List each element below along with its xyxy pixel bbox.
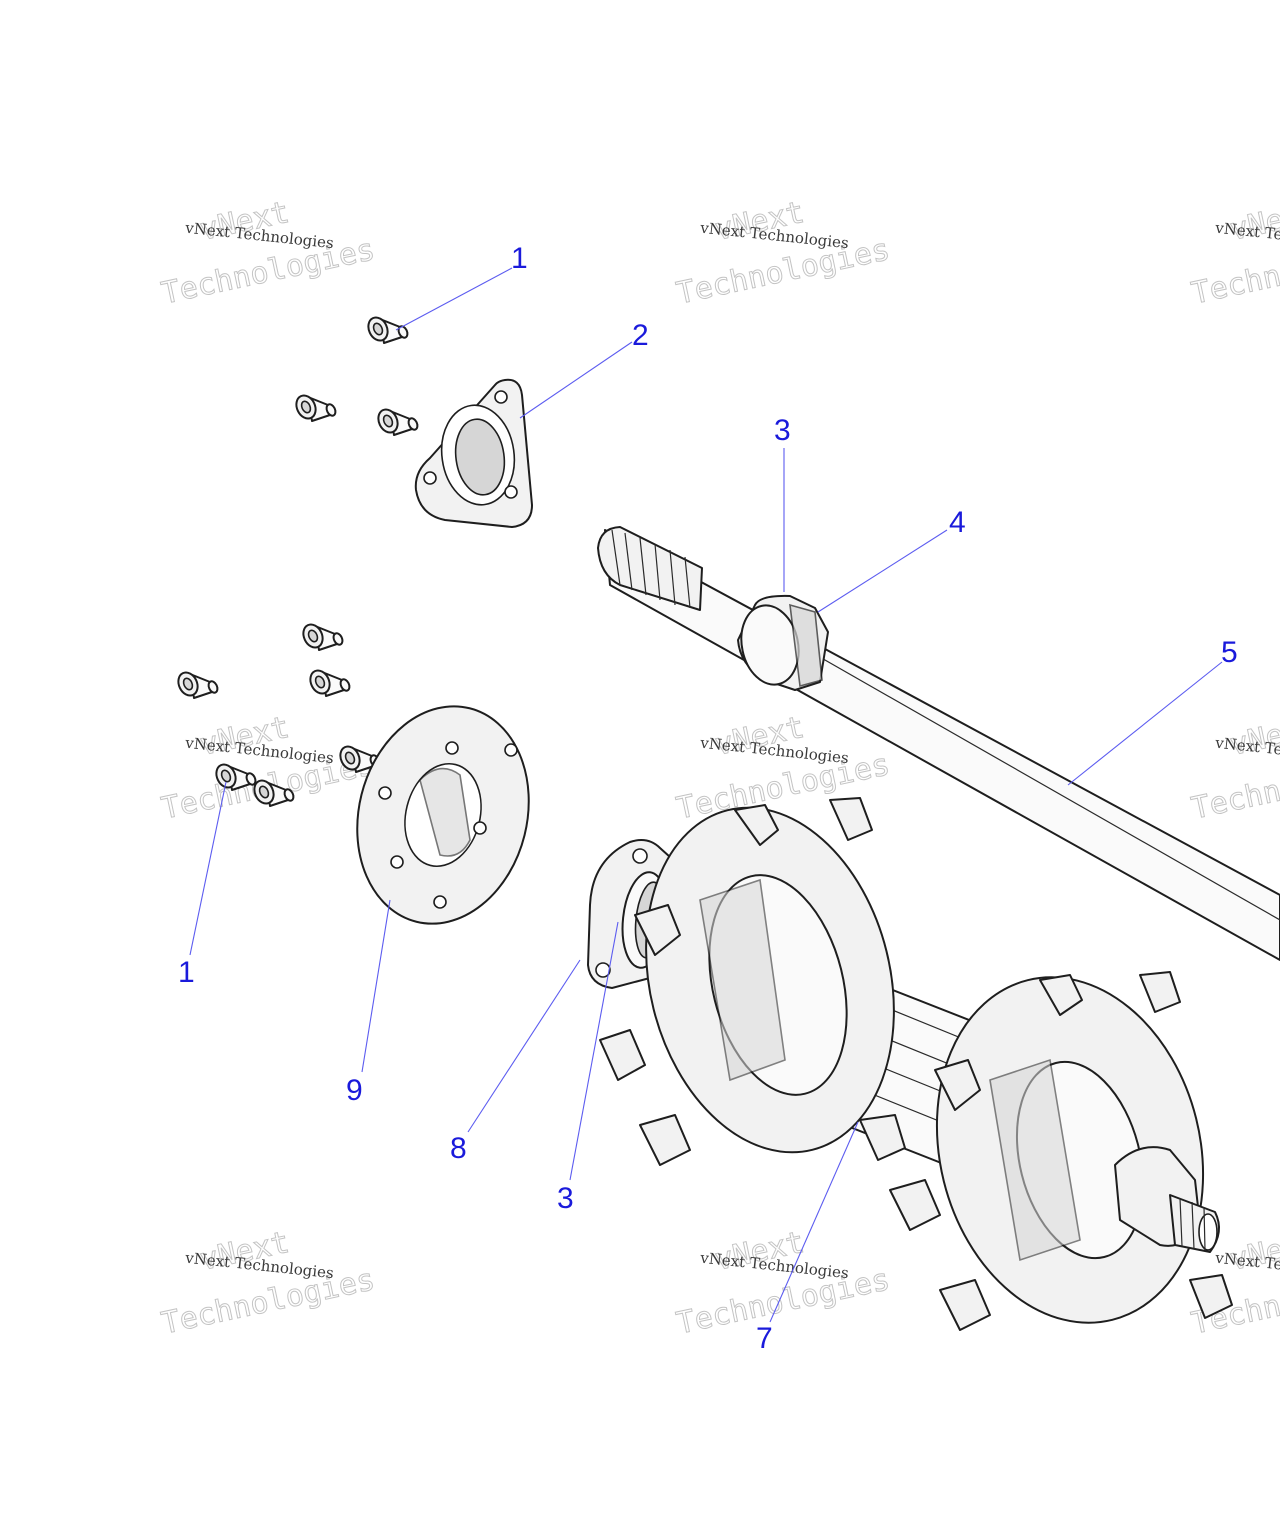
drive-sprocket-shaft	[599, 797, 1233, 1331]
leader-line	[817, 529, 948, 613]
circular-plate	[356, 705, 530, 925]
callout-seal: 4	[949, 506, 966, 539]
bolt-icon	[298, 620, 346, 652]
callout-bearing-lower: 3	[557, 1182, 574, 1215]
bearing-flange-small	[414, 378, 533, 528]
leader-line	[1067, 661, 1223, 786]
callout-drive-sprocket-shaft: 7	[756, 1322, 773, 1355]
watermark-bottom-center: vNext Technologies vNext Technologies	[673, 1224, 893, 1342]
callout-bearing-top: 3	[774, 414, 791, 447]
callout-bolt-top: 1	[511, 242, 528, 275]
bolt-icon	[363, 313, 411, 345]
watermark-caption: vNext Technologies	[1213, 219, 1280, 253]
leader-lines	[189, 267, 1223, 1323]
watermark-top-left: vNext Technologies vNext Technologies	[158, 194, 378, 312]
callout-labels: 1 2 3 4 5 1 9 8 3 7	[178, 242, 1238, 1355]
leader-line	[361, 899, 391, 1073]
bolt-icon	[291, 391, 339, 423]
callout-plate: 9	[346, 1074, 363, 1107]
watermark-mid-right: vNext Technologies vNext Technologies	[1188, 709, 1280, 827]
leader-line	[519, 341, 633, 419]
bolt-icon	[373, 405, 421, 437]
leader-line	[569, 921, 619, 1181]
leader-line	[395, 267, 513, 331]
drive-shaft	[597, 526, 1280, 961]
callout-bearing-flange-small: 2	[632, 319, 649, 352]
leader-line	[189, 781, 227, 956]
watermark-mid-left: vNext Technologies vNext Technologies	[158, 709, 378, 827]
bolt-icon	[173, 668, 221, 700]
callout-shaft: 5	[1221, 636, 1238, 669]
bolt-icon	[305, 666, 353, 698]
watermark-caption: vNext Technologies	[1213, 734, 1280, 768]
watermark-bottom-left: vNext Technologies vNext Technologies	[158, 1224, 378, 1342]
callout-flange-lower: 8	[450, 1132, 467, 1165]
callout-bolt-left: 1	[178, 956, 195, 989]
leader-line	[467, 959, 581, 1133]
leader-line	[769, 1121, 859, 1323]
watermark-top-right: vNext Technologies vNext Technologies	[1188, 194, 1280, 312]
watermark-top-center: vNext Technologies vNext Technologies	[673, 194, 893, 312]
